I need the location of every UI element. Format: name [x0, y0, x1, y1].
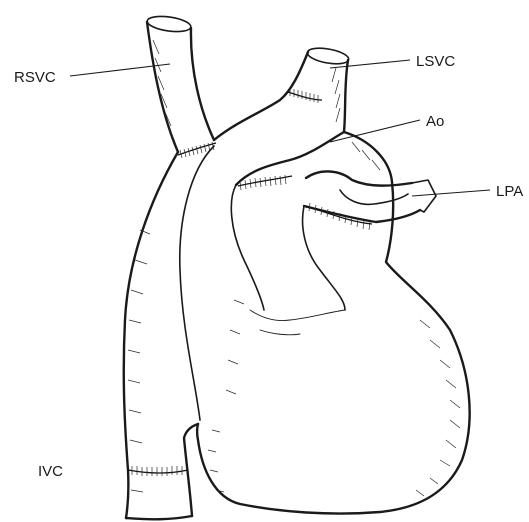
lpa-vessel — [304, 171, 436, 230]
lsvc-vessel — [214, 45, 350, 140]
rsvc-vessel — [146, 14, 216, 158]
lsvc-label: LSVC — [416, 53, 455, 70]
aorta-vessel — [236, 132, 392, 190]
ventricle-body — [197, 182, 470, 514]
right-atrium-outline — [124, 146, 214, 519]
ao-label: Ao — [426, 113, 444, 130]
labels: RSVC LSVC Ao LPA IVC — [14, 53, 523, 480]
ivc-label: IVC — [38, 463, 63, 480]
lpa-leader — [412, 190, 490, 196]
rsvc-label: RSVC — [14, 69, 56, 86]
lpa-label: LPA — [496, 183, 523, 200]
